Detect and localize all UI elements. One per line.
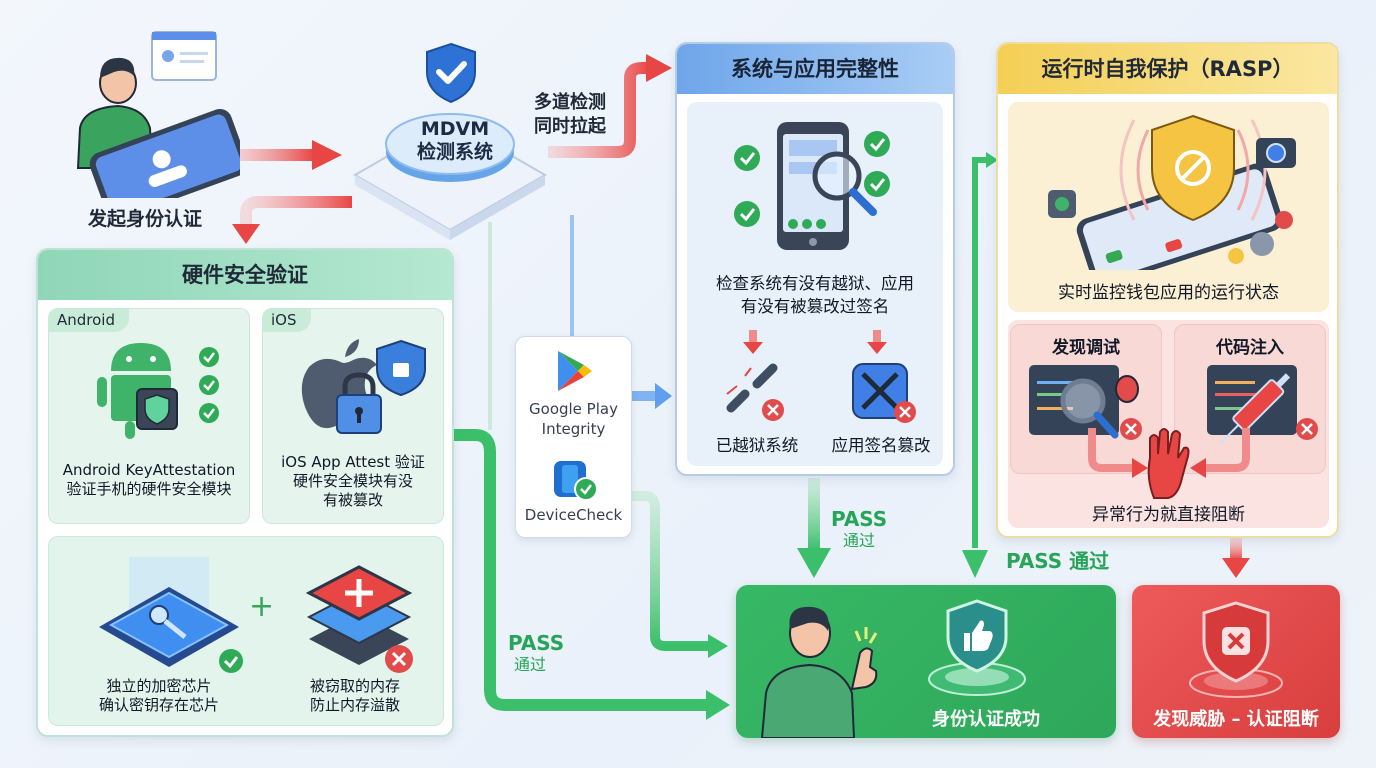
debug-bug-icon [1029, 365, 1142, 440]
rasp-block-card: 发现调试 代码注入 [1008, 320, 1329, 528]
system-inner: 检查系统有没有越狱、应用 有没有被篡改过签名 已越狱系统 应用签名篡改 [687, 102, 943, 466]
ios-desc-line2: 硬件安全模块有没 [292, 472, 413, 490]
jailbreak-label: 已越狱系统 [715, 436, 799, 455]
pass-left-zh: 通过 [514, 655, 547, 674]
ios-card: iOS iOS App Attest 验证 硬件安全模块有没 有被篡改 [262, 308, 444, 524]
devicecheck-icon [554, 461, 598, 501]
multi-check-line2: 同时拉起 [534, 116, 606, 137]
memory-desc: 被窃取的内存 防止内存溢散 [265, 677, 443, 715]
rasp-block-label: 异常行为就直接阻断 [1092, 505, 1245, 525]
ios-desc-line3: 有被篡改 [322, 491, 383, 509]
android-desc: Android KeyAttestation 验证手机的硬件安全模块 [49, 461, 249, 499]
google-play-line1: Google Play [529, 400, 618, 418]
auth-blocked-box: 发现威胁 – 认证阻断 [1132, 585, 1340, 738]
phone-shield-monitor-icon [1048, 114, 1296, 270]
start-label: 发起身份认证 [87, 208, 202, 230]
memory-desc-line1: 被窃取的内存 [309, 677, 400, 695]
mdvm-label-line2: 检测系统 [416, 141, 493, 163]
arrow-devicecheck-to-success [632, 491, 728, 658]
pass-label-right: PASS 通过 [1006, 549, 1110, 573]
tampered-tools-icon [852, 363, 916, 423]
rasp-monitor-label: 实时监控钱包应用的运行状态 [1058, 283, 1279, 303]
chip-memory-card: + 独立的加密芯片 确认密钥存在芯片 被窃取的内存 防止内存溢散 [48, 536, 444, 726]
pass-label-left: PASS 通过 [508, 632, 564, 676]
phone-magnifier-icon [734, 122, 890, 250]
mdvm-platform-icon [353, 113, 547, 240]
system-desc-line1: 检查系统有没有越狱、应用 [716, 274, 914, 293]
android-tag: Android [49, 309, 129, 332]
android-desc-line2: 验证手机的硬件安全模块 [66, 480, 232, 498]
down-arrows-icon [743, 330, 887, 354]
thumbs-up-person-icon [760, 606, 878, 738]
pass-middle-zh: 通过 [843, 531, 876, 550]
google-play-icon [558, 351, 592, 391]
system-title: 系统与应用完整性 [677, 44, 953, 94]
signature-label: 应用签名篡改 [831, 436, 931, 455]
devicecheck-label: DeviceCheck [524, 506, 623, 524]
code-inject-syringe-icon [1207, 365, 1318, 443]
debug-detect-card: 发现调试 [1010, 324, 1162, 474]
pass-middle-en: PASS [831, 507, 888, 531]
hardware-title: 硬件安全验证 [38, 250, 452, 300]
mdvm-label: MDVM 检测系统 [395, 118, 515, 164]
pass-label-middle: PASS 通过 [831, 508, 887, 552]
multi-check-line1: 多道检测 [534, 92, 606, 113]
memory-desc-line2: 防止内存溢散 [309, 696, 400, 714]
user-with-phone-icon [76, 31, 248, 220]
android-card: Android Android KeyAttestation 验证手机的硬件安全… [48, 308, 250, 524]
arrow-gp-to-system [632, 383, 672, 409]
pass-left-en: PASS [508, 631, 565, 655]
debug-detect-label: 发现调试 [1052, 338, 1120, 358]
chip-desc-line2: 确认密钥存在芯片 [98, 696, 219, 714]
hardware-panel: 硬件安全验证 Android Android KeyAttestation 验证… [36, 248, 454, 737]
arrow-start-to-mdvm [228, 140, 342, 170]
auth-success-label: 身份认证成功 [932, 709, 1040, 730]
google-play-label: Google Play Integrity [516, 399, 631, 439]
broken-chain-icon [726, 363, 784, 421]
rasp-monitor-card: 实时监控钱包应用的运行状态 [1008, 102, 1329, 312]
crypto-chip-icon [99, 557, 243, 673]
apple-lock-icon [301, 339, 426, 434]
system-desc-line2: 有没有被篡改过签名 [740, 297, 890, 316]
mdvm-label-line1: MDVM [420, 118, 490, 140]
chip-desc: 独立的加密芯片 确认密钥存在芯片 [49, 677, 269, 715]
arrow-rasp-to-success [962, 152, 998, 578]
blocked-shield-icon [1189, 601, 1283, 698]
ios-tag: iOS [263, 309, 311, 332]
arrow-rasp-to-blocked [1222, 538, 1250, 578]
ios-desc: iOS App Attest 验证 硬件安全模块有没 有被篡改 [263, 453, 443, 510]
google-play-devicecheck-box: Google Play Integrity DeviceCheck [515, 336, 632, 538]
arrow-system-to-success [797, 478, 831, 578]
plus-sign: + [249, 589, 275, 624]
android-chip-icon [97, 343, 219, 439]
ios-desc-line1: iOS App Attest 验证 [281, 453, 425, 471]
code-inject-label: 代码注入 [1216, 338, 1284, 358]
shield-check-icon [426, 42, 476, 104]
arrow-mdvm-to-hardware [232, 196, 352, 244]
code-inject-card: 代码注入 [1174, 324, 1326, 474]
rasp-title: 运行时自我保护（RASP） [998, 44, 1337, 94]
auth-success-box: 身份认证成功 [736, 585, 1116, 738]
memory-stack-icon [305, 565, 413, 673]
stop-hand-icon [1088, 428, 1250, 499]
multi-check-label: 多道检测 同时拉起 [534, 91, 624, 139]
system-integrity-panel: 系统与应用完整性 检查系统有没有越狱、应用 有没有被篡改过签名 [675, 42, 955, 476]
mdvm-device [345, 40, 555, 240]
system-desc: 检查系统有没有越狱、应用 有没有被篡改过签名 [687, 272, 943, 318]
rasp-panel: 运行时自我保护（RASP） 实时监控钱包应用的运行状态 [996, 42, 1339, 538]
auth-blocked-label: 发现威胁 – 认证阻断 [1153, 709, 1319, 730]
google-play-line2: Integrity [541, 420, 606, 438]
thumbs-up-shield-icon [928, 599, 1026, 696]
chip-desc-line1: 独立的加密芯片 [106, 677, 212, 695]
start-actor [70, 28, 248, 220]
android-desc-line1: Android KeyAttestation [62, 461, 236, 479]
